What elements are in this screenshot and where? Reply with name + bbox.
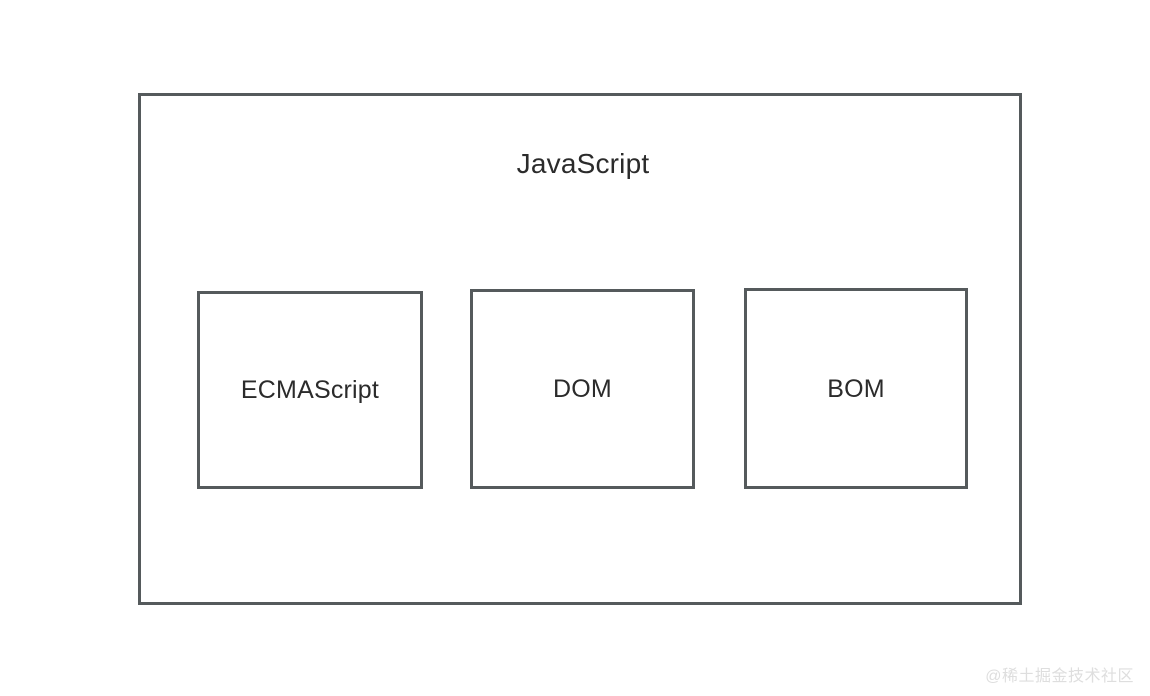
component-box-bom: BOM [744,288,968,489]
component-label: ECMAScript [240,376,380,404]
component-row: ECMAScript DOM BOM [141,96,1025,608]
component-box-dom: DOM [470,289,695,489]
watermark-text: @稀土掘金技术社区 [985,668,1134,685]
outer-box-javascript: JavaScript ECMAScript DOM BOM [138,93,1022,605]
component-label: DOM [553,375,612,403]
outer-box-title: JavaScript [516,148,650,179]
component-box-ecmascript: ECMAScript [197,291,423,489]
component-label: BOM [827,374,885,403]
